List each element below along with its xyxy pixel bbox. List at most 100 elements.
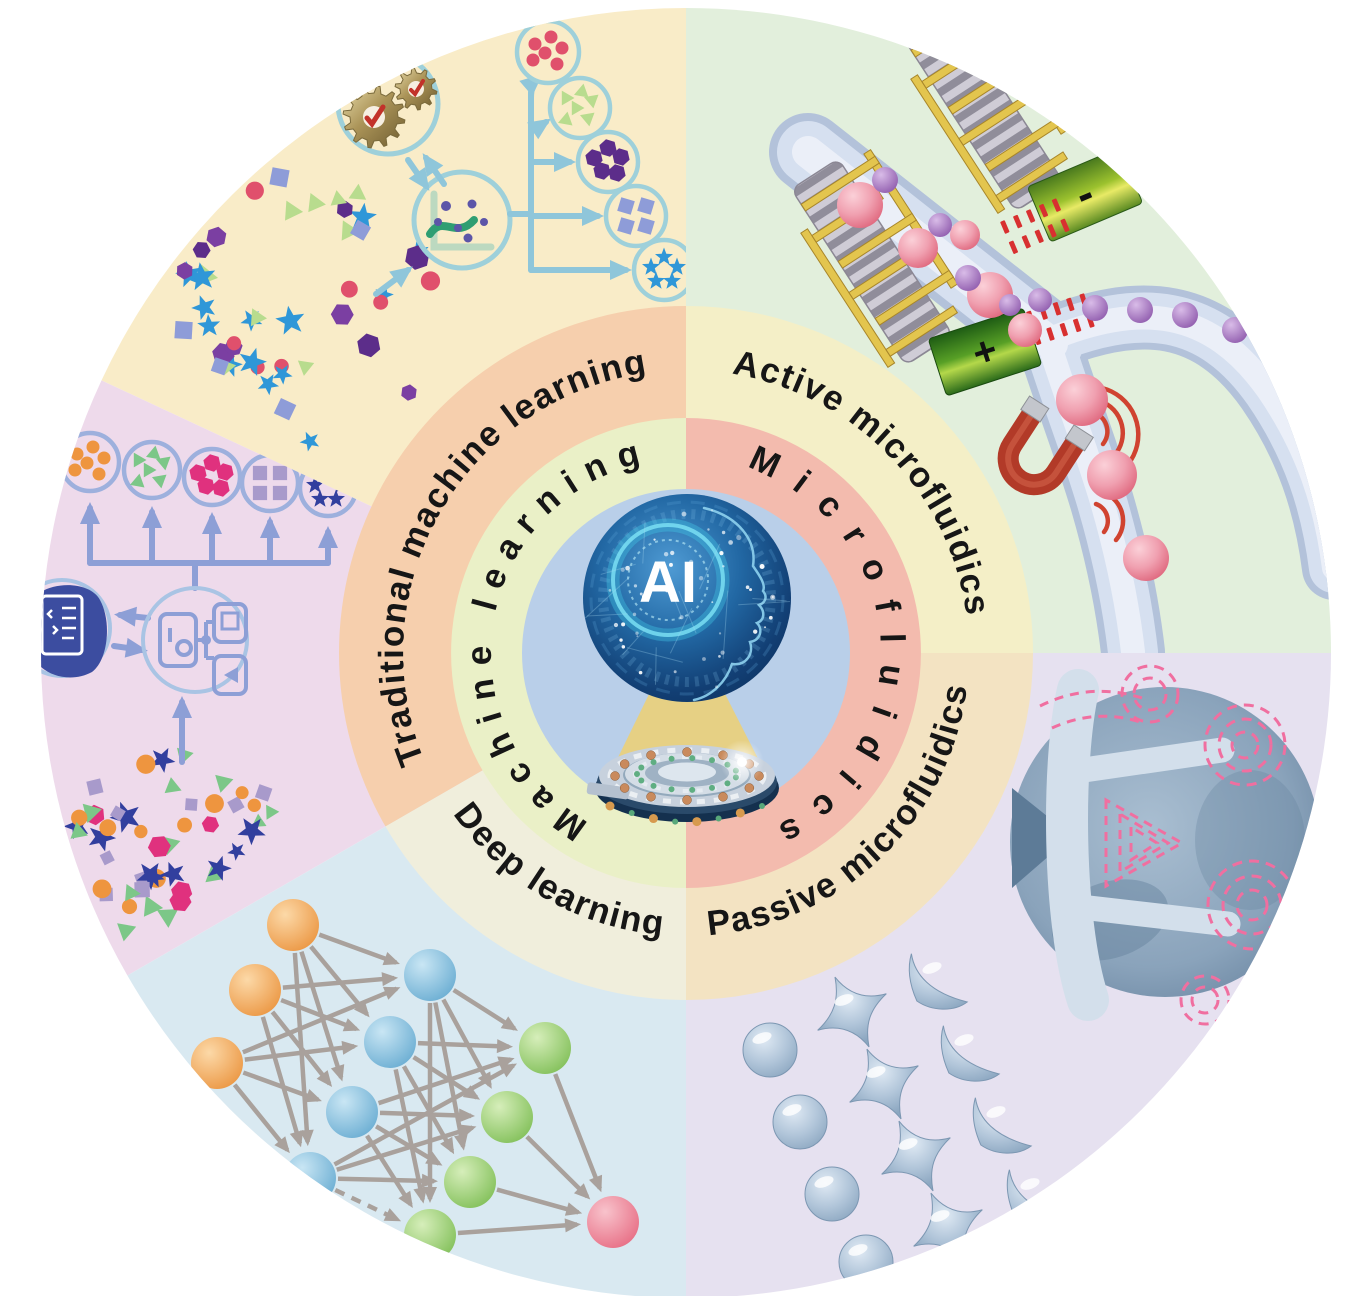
network-line — [669, 607, 693, 654]
disc-bead-green — [709, 757, 715, 764]
network-dot — [621, 645, 626, 649]
nn-edge — [452, 988, 518, 1031]
nn-edge — [417, 1039, 514, 1054]
nn-edge — [282, 972, 399, 990]
cluster-dot — [205, 794, 224, 813]
network-dot — [720, 650, 725, 655]
nn-node — [481, 1091, 533, 1143]
network-dot — [770, 594, 776, 600]
disc-bead-track — [759, 803, 765, 809]
droplet-boomerang — [940, 1025, 1001, 1082]
category-star — [668, 257, 686, 275]
category-triangle — [143, 462, 157, 478]
vortex-spiral — [1203, 703, 1287, 787]
network-line — [584, 576, 631, 619]
nn-node — [191, 1037, 243, 1089]
cluster-dot — [136, 754, 156, 774]
network-dot — [633, 584, 638, 588]
cluster-star — [109, 801, 140, 833]
droplet-circle — [772, 1094, 828, 1150]
nn-edge — [393, 1068, 428, 1204]
category-star — [655, 247, 673, 265]
inner-half-microfluidics — [686, 418, 921, 888]
nn-edge — [553, 1073, 603, 1193]
cluster-square — [174, 321, 193, 340]
comb-finger — [800, 155, 880, 212]
network-dot — [613, 622, 619, 628]
network-line — [678, 590, 697, 634]
category-dot — [528, 37, 542, 51]
checkmark-icon — [409, 79, 425, 98]
droplet-circle — [742, 1022, 798, 1078]
cluster-dot — [226, 336, 242, 351]
disc-bead-green — [638, 764, 645, 771]
droplet-gloss — [986, 1106, 1006, 1118]
purple-particle — [872, 167, 898, 193]
vortex-spiral — [1235, 888, 1269, 922]
cluster-square — [227, 796, 245, 814]
cluster-star — [275, 305, 305, 335]
gear-wheel — [374, 42, 406, 74]
cluster-triangle — [266, 804, 280, 820]
droplet-gloss — [1020, 1178, 1040, 1190]
network-dot — [679, 615, 684, 620]
network-line — [600, 563, 636, 575]
category-triangle — [130, 473, 145, 488]
comb-finger — [910, 8, 990, 58]
nn-edge — [232, 1083, 290, 1154]
nn-edge — [374, 1124, 443, 1166]
network-dot — [698, 576, 704, 581]
field-dash — [1034, 229, 1044, 243]
cluster-star — [207, 855, 232, 881]
category-star — [663, 271, 681, 289]
category-triangle — [133, 452, 147, 468]
nn-node — [444, 1156, 496, 1208]
cluster-star — [257, 374, 280, 396]
nn-edge — [333, 1063, 517, 1167]
cluster-dot — [420, 271, 441, 291]
cluster-hexagon — [337, 200, 353, 218]
cluster-square — [99, 850, 115, 866]
droplet-bowtie — [881, 1120, 951, 1192]
purple-particle — [955, 265, 981, 291]
category-triangle — [584, 94, 599, 109]
field-dash — [1000, 220, 1010, 234]
nn-node — [587, 1196, 639, 1248]
disc-bead-track — [672, 818, 679, 825]
cluster-square — [86, 778, 104, 796]
pink-particle — [1123, 535, 1169, 581]
cluster-dot — [373, 294, 389, 310]
network-dot — [652, 568, 654, 571]
cluster-square — [110, 805, 126, 822]
network-dot — [670, 550, 675, 556]
nn-edge — [260, 1016, 304, 1148]
field-dash — [1052, 302, 1062, 316]
nn-edge — [457, 1218, 582, 1236]
disc-bead-track — [692, 817, 702, 827]
cluster-triangle — [125, 884, 141, 902]
network-line — [722, 590, 729, 659]
nn-node — [229, 964, 281, 1016]
flowing-particles — [837, 167, 1291, 581]
disc-bead-orange — [682, 795, 692, 805]
droplet-bowtie — [817, 976, 887, 1048]
vortex-spiral — [1190, 985, 1220, 1015]
disc-bead-track — [648, 814, 658, 824]
category-circle — [603, 183, 669, 249]
purple-particle — [1127, 297, 1153, 323]
category-dot — [555, 41, 569, 55]
nn-edge — [280, 997, 361, 1032]
category-star — [327, 489, 345, 507]
category-circle — [631, 237, 686, 303]
category-star — [311, 489, 329, 507]
cluster-triangle — [70, 822, 88, 839]
disc-bead-orange — [619, 783, 630, 793]
unsorted-data-cluster — [174, 167, 441, 452]
field-dash — [1051, 198, 1061, 212]
network-dot — [673, 670, 677, 674]
network-dot — [745, 585, 750, 590]
cluster-triangle — [250, 308, 267, 327]
network-line — [699, 543, 721, 590]
cluster-hexagon — [147, 836, 171, 858]
category-dot — [92, 467, 106, 481]
